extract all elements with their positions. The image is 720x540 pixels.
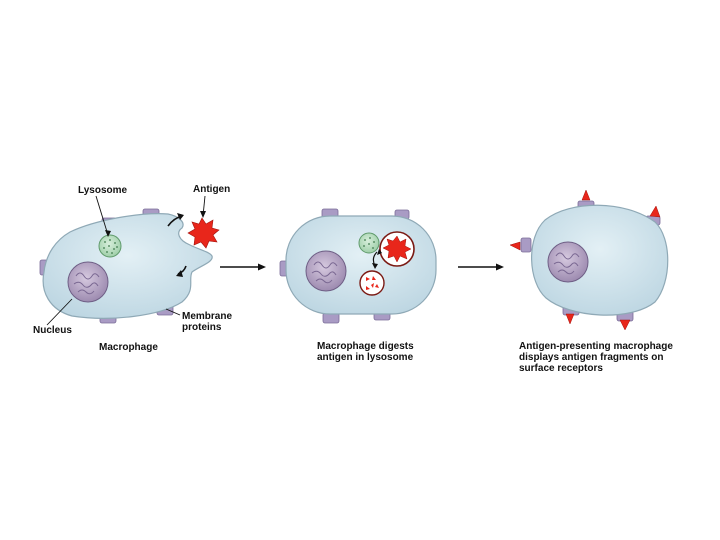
lysosome-label: Lysosome (78, 185, 128, 196)
step2-caption: Macrophage digests antigen in lysosome (317, 341, 414, 363)
nucleus-2 (305, 250, 347, 292)
macrophage-cell-1 (39, 208, 220, 324)
step-arrow-2 (458, 263, 504, 271)
nucleus-label: Nucleus (33, 325, 72, 336)
lysosome-1 (98, 234, 122, 258)
macrophage-label: Macrophage (99, 342, 158, 353)
lysosome-2 (358, 232, 380, 254)
macrophage-cell-2 (279, 208, 437, 324)
step3-caption: Antigen-presenting macrophage displays a… (519, 341, 673, 374)
nucleus-1 (67, 261, 109, 303)
membrane-label-line2: proteins (182, 322, 222, 333)
nucleus-3 (547, 241, 589, 283)
step3-caption-line1: Antigen-presenting macrophage (519, 341, 673, 352)
step2-caption-line1: Macrophage digests (317, 341, 414, 352)
step3-caption-line3: surface receptors (519, 363, 603, 374)
membrane-proteins-label: Membrane proteins (182, 311, 232, 333)
step-arrow-1 (220, 263, 266, 271)
antigen-label: Antigen (193, 184, 231, 195)
presented-antigen-fragments (509, 189, 661, 331)
step2-caption-line2: antigen in lysosome (317, 352, 414, 363)
phagosome-with-antigen (379, 231, 415, 267)
antigen-icon (187, 217, 220, 249)
step3-caption-line2: displays antigen fragments on (519, 352, 664, 363)
macrophage-cell-3 (509, 189, 669, 331)
membrane-label-line1: Membrane (182, 311, 233, 322)
digested-fragments (359, 270, 385, 296)
